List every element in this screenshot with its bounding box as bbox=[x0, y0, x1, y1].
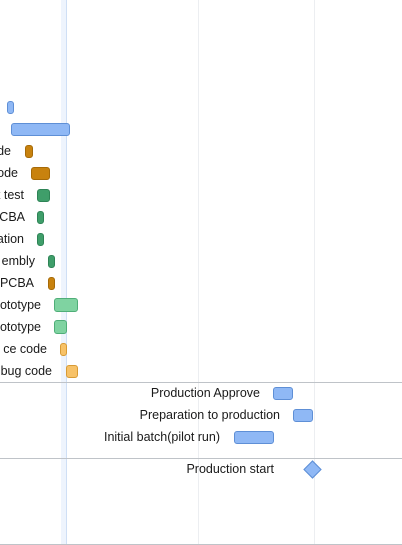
gridline bbox=[314, 0, 315, 545]
task-bar[interactable] bbox=[37, 189, 50, 202]
task-bar[interactable] bbox=[7, 101, 14, 114]
task-label: t test bbox=[0, 188, 24, 202]
task-bar[interactable] bbox=[25, 145, 33, 158]
task-label: PCBA bbox=[0, 276, 34, 290]
task-label: bug code bbox=[0, 364, 52, 378]
task-label: ation bbox=[0, 232, 24, 246]
task-label: de bbox=[0, 144, 11, 158]
task-label: Production start bbox=[186, 462, 274, 476]
milestone-diamond[interactable] bbox=[303, 460, 322, 479]
group-divider bbox=[0, 382, 402, 383]
task-bar[interactable] bbox=[273, 387, 293, 400]
task-bar[interactable] bbox=[293, 409, 313, 422]
task-label: Initial batch(pilot run) bbox=[103, 430, 220, 444]
task-bar[interactable] bbox=[31, 167, 50, 180]
task-label: ce code bbox=[3, 342, 47, 356]
task-bar[interactable] bbox=[234, 431, 274, 444]
task-label: ototype bbox=[0, 298, 41, 312]
today-band bbox=[61, 0, 67, 545]
task-label: ode bbox=[0, 166, 18, 180]
task-label: embly bbox=[1, 254, 35, 268]
group-divider bbox=[0, 458, 402, 459]
task-label: Production Approve bbox=[150, 386, 260, 400]
today-marker bbox=[66, 0, 67, 545]
task-bar[interactable] bbox=[48, 277, 55, 290]
task-label: Preparation to production bbox=[139, 408, 280, 422]
task-bar[interactable] bbox=[54, 320, 67, 334]
task-bar[interactable] bbox=[37, 233, 44, 246]
gridline bbox=[198, 0, 199, 545]
task-bar[interactable] bbox=[11, 123, 70, 136]
task-bar[interactable] bbox=[48, 255, 55, 268]
task-label: CBA bbox=[0, 210, 25, 224]
task-bar[interactable] bbox=[37, 211, 44, 224]
task-bar[interactable] bbox=[60, 343, 67, 356]
task-label: ototype bbox=[0, 320, 41, 334]
task-bar[interactable] bbox=[54, 298, 78, 312]
task-bar[interactable] bbox=[66, 365, 78, 378]
